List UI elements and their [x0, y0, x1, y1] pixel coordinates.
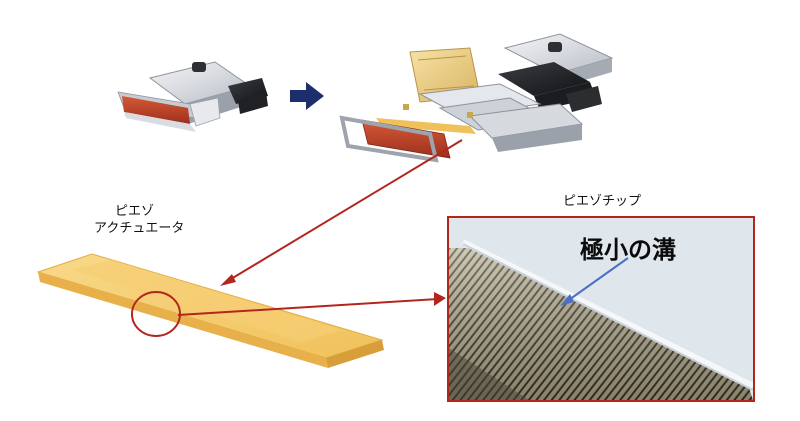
piezo-chip-zoom-frame — [447, 216, 755, 402]
piezo-chip-photo — [449, 218, 753, 400]
leader-line-to-chip — [177, 292, 446, 316]
actuator-label-line2: アクチュエータ — [94, 221, 185, 236]
printhead-assembled — [117, 61, 268, 132]
actuator-label-line1: ピエゾ — [115, 204, 155, 219]
leader-line-to-actuator — [220, 139, 463, 286]
right-arrow-icon — [290, 82, 324, 110]
groove-label: 極小の溝 — [580, 236, 676, 264]
piezo-actuator — [36, 253, 384, 368]
printhead-exploded — [339, 33, 614, 163]
chip-label: ピエゾチップ — [563, 194, 642, 209]
